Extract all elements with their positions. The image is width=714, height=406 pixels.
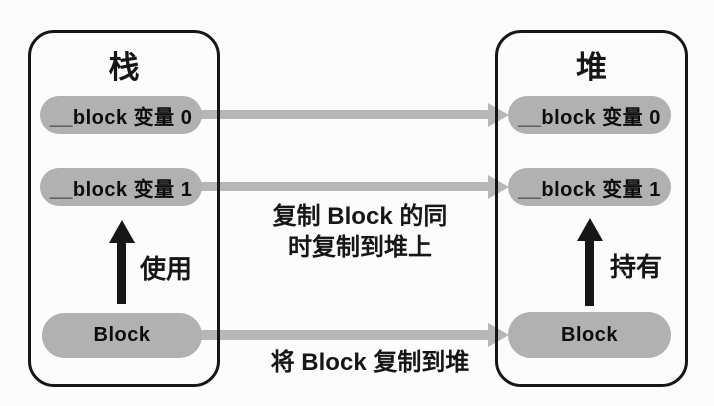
- heap-block-var1-pill: __block 变量 1: [508, 168, 671, 206]
- heap-block-pill: Block: [508, 312, 671, 358]
- copy-arrow-block-shaft: [198, 330, 490, 340]
- copy-note-line1: 复制 Block 的同: [272, 203, 448, 230]
- stack-block-var1-pill: __block 变量 1: [40, 168, 202, 206]
- copy-arrow-var1-shaft: [196, 182, 490, 191]
- heap-own-arrow-label: 持有: [610, 252, 663, 282]
- stack-box: [28, 30, 220, 387]
- stack-use-arrow-label: 使用: [140, 254, 193, 284]
- copy-note: 复制 Block 的同 时复制到堆上: [245, 201, 475, 263]
- stack-title: 栈: [108, 50, 140, 85]
- stack-block-pill: Block: [42, 313, 202, 358]
- stack-use-arrow-shaft: [117, 242, 126, 304]
- copy-arrow-var0-arrowhead-icon: [488, 103, 509, 127]
- stack-use-arrowhead-icon: [109, 220, 135, 243]
- copy-arrow-var1-arrowhead-icon: [488, 175, 509, 199]
- copy-arrow-var0-shaft: [196, 110, 490, 119]
- heap-title: 堆: [576, 50, 607, 85]
- heap-block-var0-pill: __block 变量 0: [508, 96, 671, 134]
- stack-block-var0-pill: __block 变量 0: [40, 96, 202, 134]
- heap-box: [495, 30, 688, 387]
- heap-own-arrowhead-icon: [577, 218, 603, 241]
- heap-own-arrow-shaft: [585, 240, 594, 306]
- copy-to-heap-note: 将 Block 复制到堆: [270, 349, 470, 376]
- copy-note-line2: 时复制到堆上: [288, 234, 432, 261]
- copy-arrow-block-arrowhead-icon: [488, 323, 509, 347]
